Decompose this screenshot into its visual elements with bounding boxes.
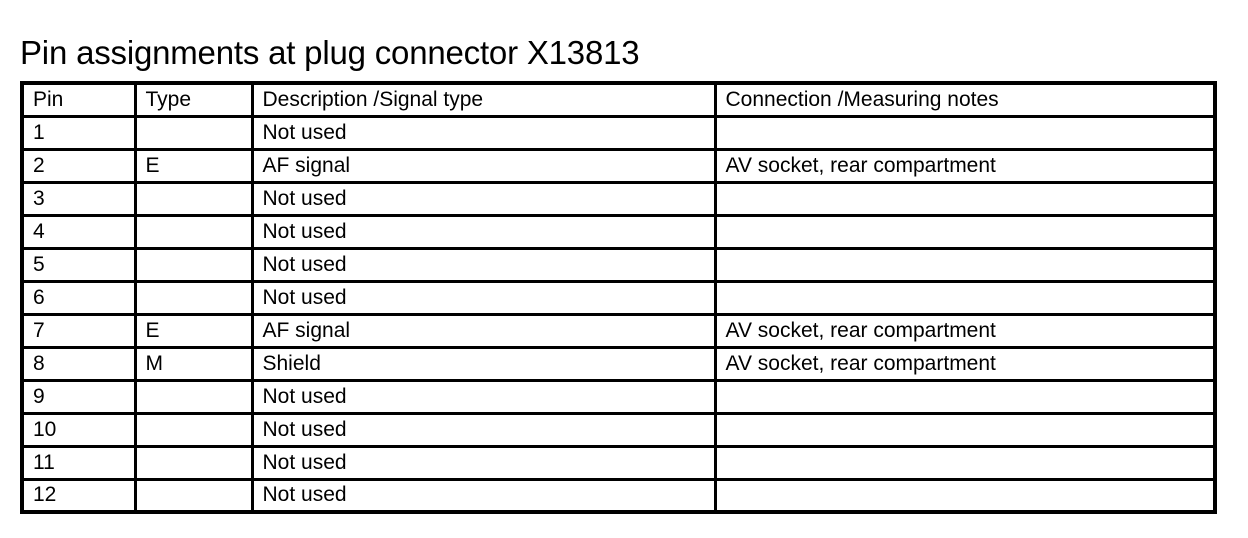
table-row: 12 Not used	[20, 477, 1217, 514]
column-header-type: Type	[133, 81, 254, 118]
table-row: 3 Not used	[20, 180, 1217, 217]
column-header-connection: Connection /Measuring notes	[713, 81, 1217, 118]
cell-pin: 6	[20, 279, 137, 316]
cell-desc: Shield	[250, 345, 717, 382]
cell-type	[133, 180, 254, 217]
table-row: 11 Not used	[20, 444, 1217, 481]
table-header: Pin Type Description /Signal type Connec…	[20, 81, 1217, 118]
cell-type: E	[133, 147, 254, 184]
column-header-pin: Pin	[20, 81, 137, 118]
cell-pin: 10	[20, 411, 137, 448]
pin-assignment-table: Pin Type Description /Signal type Connec…	[20, 81, 1217, 514]
cell-conn: AV socket, rear compartment	[713, 312, 1217, 349]
table-header-row: Pin Type Description /Signal type Connec…	[20, 81, 1217, 118]
cell-type	[133, 114, 254, 151]
cell-desc: Not used	[250, 444, 717, 481]
cell-type	[133, 246, 254, 283]
cell-pin: 9	[20, 378, 137, 415]
pin-assignment-table-container: Pin Type Description /Signal type Connec…	[20, 81, 1217, 514]
cell-conn	[713, 213, 1217, 250]
cell-conn	[713, 279, 1217, 316]
cell-desc: Not used	[250, 213, 717, 250]
cell-conn	[713, 444, 1217, 481]
cell-conn	[713, 378, 1217, 415]
cell-conn	[713, 477, 1217, 514]
cell-conn	[713, 246, 1217, 283]
table-row: 10 Not used	[20, 411, 1217, 448]
cell-desc: Not used	[250, 477, 717, 514]
cell-pin: 4	[20, 213, 137, 250]
cell-desc: Not used	[250, 411, 717, 448]
cell-desc: Not used	[250, 279, 717, 316]
cell-type: M	[133, 345, 254, 382]
table-row: 9 Not used	[20, 378, 1217, 415]
table-row: 4 Not used	[20, 213, 1217, 250]
cell-type	[133, 213, 254, 250]
cell-type	[133, 477, 254, 514]
cell-pin: 7	[20, 312, 137, 349]
cell-type	[133, 411, 254, 448]
cell-type	[133, 378, 254, 415]
cell-desc: Not used	[250, 114, 717, 151]
cell-conn	[713, 114, 1217, 151]
table-row: 1 Not used	[20, 114, 1217, 151]
column-header-description: Description /Signal type	[250, 81, 717, 118]
cell-pin: 12	[20, 477, 137, 514]
table-row: 6 Not used	[20, 279, 1217, 316]
cell-desc: Not used	[250, 378, 717, 415]
cell-pin: 2	[20, 147, 137, 184]
cell-pin: 3	[20, 180, 137, 217]
cell-conn	[713, 411, 1217, 448]
cell-desc: Not used	[250, 246, 717, 283]
cell-conn: AV socket, rear compartment	[713, 147, 1217, 184]
cell-type	[133, 444, 254, 481]
cell-pin: 8	[20, 345, 137, 382]
cell-conn: AV socket, rear compartment	[713, 345, 1217, 382]
cell-desc: Not used	[250, 180, 717, 217]
table-row: 5 Not used	[20, 246, 1217, 283]
cell-desc: AF signal	[250, 147, 717, 184]
cell-conn	[713, 180, 1217, 217]
cell-pin: 1	[20, 114, 137, 151]
cell-type: E	[133, 312, 254, 349]
cell-pin: 5	[20, 246, 137, 283]
cell-type	[133, 279, 254, 316]
cell-pin: 11	[20, 444, 137, 481]
page-title: Pin assignments at plug connector X13813	[20, 34, 640, 72]
cell-desc: AF signal	[250, 312, 717, 349]
